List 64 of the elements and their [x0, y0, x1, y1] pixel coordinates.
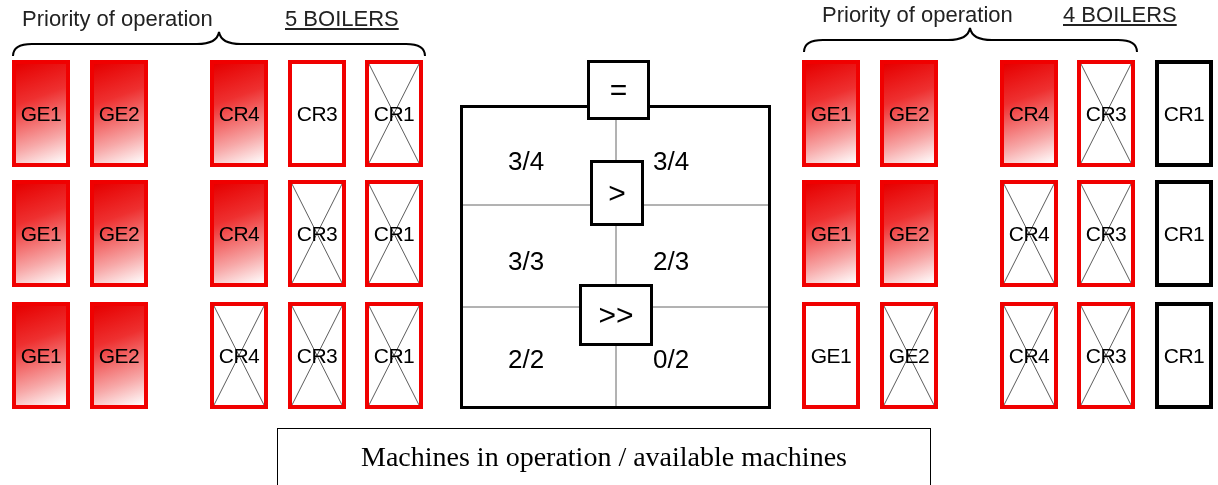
boiler-label: GE2 — [98, 343, 140, 368]
boiler-label: CR1 — [1163, 101, 1205, 126]
boiler-label: CR4 — [1008, 101, 1050, 126]
boiler-box — [90, 302, 148, 409]
boiler-label: CR4 — [218, 343, 260, 368]
boiler-label: GE2 — [888, 343, 930, 368]
boiler-label: GE1 — [20, 343, 62, 368]
boiler-label: GE1 — [20, 221, 62, 246]
boiler-box — [1155, 180, 1213, 287]
boiler-label: GE2 — [98, 101, 140, 126]
group-heading: Priority of operation — [22, 6, 213, 32]
group-heading: Priority of operation — [822, 2, 1013, 28]
boiler-label: CR4 — [218, 101, 260, 126]
boiler-box — [802, 60, 860, 167]
boiler-label: CR3 — [1085, 221, 1127, 246]
ratio-text: 3/4 — [508, 146, 545, 177]
boiler-box — [210, 180, 268, 287]
comparison-box: >> — [579, 284, 653, 346]
comparison-box: > — [590, 160, 644, 226]
boiler-label: CR3 — [296, 221, 338, 246]
boiler-box — [1000, 60, 1058, 167]
boiler-box — [880, 180, 938, 287]
boiler-label: CR4 — [1008, 343, 1050, 368]
caption-text: Machines in operation / available machines — [361, 441, 847, 473]
boiler-box — [12, 302, 70, 409]
boiler-label: CR1 — [373, 221, 415, 246]
boiler-box — [90, 180, 148, 287]
boiler-label: CR4 — [1008, 221, 1050, 246]
ratio-text: 3/4 — [653, 146, 690, 177]
ratio-text: 2/2 — [508, 344, 545, 375]
ratio-text: 2/3 — [653, 246, 690, 277]
boiler-box — [802, 180, 860, 287]
boiler-label: CR1 — [373, 101, 415, 126]
comparison-box: = — [587, 60, 650, 120]
comparison-table — [460, 105, 771, 409]
boiler-label: GE2 — [888, 221, 930, 246]
boiler-count: 4 BOILERS — [1063, 2, 1177, 28]
boiler-label: CR1 — [1163, 221, 1205, 246]
boiler-label: GE1 — [810, 221, 852, 246]
boiler-box — [1155, 60, 1213, 167]
boiler-count: 5 BOILERS — [285, 6, 399, 32]
boiler-box — [210, 60, 268, 167]
boiler-box — [288, 60, 346, 167]
boiler-label: CR1 — [373, 343, 415, 368]
ratio-text: 3/3 — [508, 246, 545, 277]
boiler-label: CR3 — [1085, 343, 1127, 368]
boiler-box — [802, 302, 860, 409]
boiler-box — [12, 180, 70, 287]
boiler-label: CR4 — [218, 221, 260, 246]
boiler-label: CR1 — [1163, 343, 1205, 368]
boiler-box — [12, 60, 70, 167]
boiler-box — [90, 60, 148, 167]
boiler-label: CR3 — [296, 101, 338, 126]
boiler-label: GE1 — [20, 101, 62, 126]
ratio-text: 0/2 — [653, 344, 690, 375]
boiler-label: CR3 — [1085, 101, 1127, 126]
boiler-label: GE2 — [888, 101, 930, 126]
boiler-box — [880, 60, 938, 167]
boiler-label: GE1 — [810, 101, 852, 126]
boiler-label: CR3 — [296, 343, 338, 368]
boiler-label: GE2 — [98, 221, 140, 246]
caption-box — [277, 428, 931, 485]
boiler-box — [1155, 302, 1213, 409]
boiler-label: GE1 — [810, 343, 852, 368]
